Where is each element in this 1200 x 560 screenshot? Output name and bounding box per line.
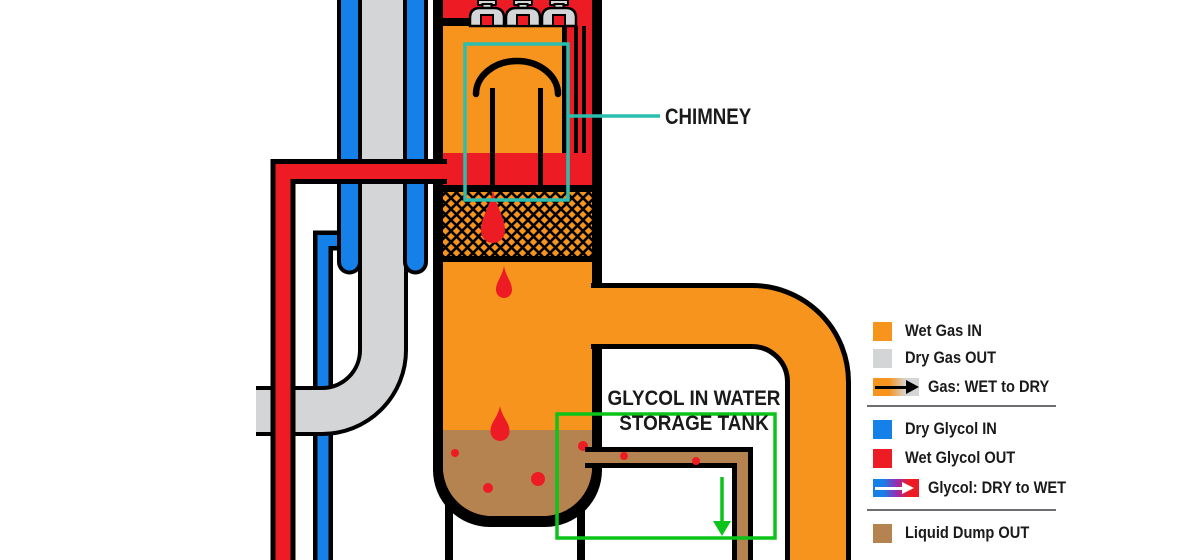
downcomer-wall [562, 18, 567, 186]
glycol-gradient-bar [873, 479, 919, 497]
wet-gas-in-pipe [591, 283, 851, 560]
black-arrow-shaft [875, 385, 907, 389]
bubble-cap [540, 0, 578, 28]
chimney-tube-wall [490, 88, 495, 192]
legend-row-gas-flow: Gas: WET to DRY [873, 377, 1069, 397]
legend-label: Liquid Dump OUT [905, 523, 1030, 542]
storage-tank-label: GLYCOL IN WATER STORAGE TANK [577, 386, 811, 436]
flow-direction-arrow-head [713, 521, 731, 536]
chimney-cap [472, 57, 562, 98]
legend-divider [867, 405, 1056, 407]
glycol-droplet [692, 457, 700, 465]
chimney [472, 57, 562, 192]
wet-glycol-out-pipe [270, 159, 447, 560]
mist-extractor-bottom-line [443, 256, 592, 262]
chimney-tray [443, 185, 592, 192]
support-skirt-left [445, 500, 453, 560]
legend-label: Wet Gas IN [905, 321, 982, 340]
legend-row-wet-glycol: Wet Glycol OUT [873, 448, 1033, 468]
dry-gas-swatch [873, 348, 892, 368]
storage-tank-label-line2: STORAGE TANK [619, 412, 769, 435]
chimney-label: CHIMNEY [665, 104, 752, 129]
glycol-droplet [620, 452, 628, 460]
liquid-dump-pipe [585, 447, 753, 560]
legend-label: Dry Gas OUT [905, 348, 996, 367]
black-arrow-head-icon [906, 380, 919, 394]
wet-gas-swatch [873, 321, 892, 341]
gas-gradient-bar [873, 378, 919, 396]
glycol-droplets [451, 190, 588, 493]
legend-divider [867, 509, 1056, 511]
legend-row-wet-gas: Wet Gas IN [873, 321, 994, 341]
bubble-cap [504, 0, 542, 28]
contactor-vessel [433, 0, 602, 527]
white-arrow-head-icon [902, 481, 914, 494]
support-skirt-right [577, 503, 585, 560]
downcomer-tube-line-left [574, 26, 578, 172]
legend-label: Wet Glycol OUT [905, 448, 1016, 467]
legend-row-liquid-dump: Liquid Dump OUT [873, 523, 1049, 543]
legend-row-glycol-flow: Glycol: DRY to WET [873, 478, 1089, 498]
chimney-tube-wall [538, 88, 543, 192]
bubble-cap [468, 0, 506, 28]
white-arrow-shaft [875, 486, 903, 490]
legend-label: Dry Glycol IN [905, 419, 997, 438]
legend-row-dry-gas: Dry Gas OUT [873, 348, 1011, 368]
liquid-pool [443, 430, 592, 516]
dry-glycol-swatch [873, 419, 892, 439]
legend-label: Glycol: DRY to WET [928, 478, 1067, 497]
chimney-callout [463, 42, 660, 202]
downcomer-tube-line-right [582, 26, 586, 172]
legend-label: Gas: WET to DRY [928, 377, 1050, 396]
wet-glycol-swatch [873, 448, 892, 468]
mist-extractor-crosshatch [443, 192, 592, 256]
storage-tank-label-line1: GLYCOL IN WATER [607, 387, 781, 410]
liquid-dump-swatch [873, 523, 892, 543]
storage-tank-callout [555, 412, 777, 540]
dry-gas-pipe [256, 0, 408, 436]
storage-tank-callout-box [555, 412, 777, 540]
chimney-callout-box [463, 42, 570, 202]
legend-row-dry-glycol: Dry Glycol IN [873, 419, 1012, 439]
legend: Wet Gas IN Dry Gas OUT Gas: WET to DRY D… [866, 316, 1106, 556]
